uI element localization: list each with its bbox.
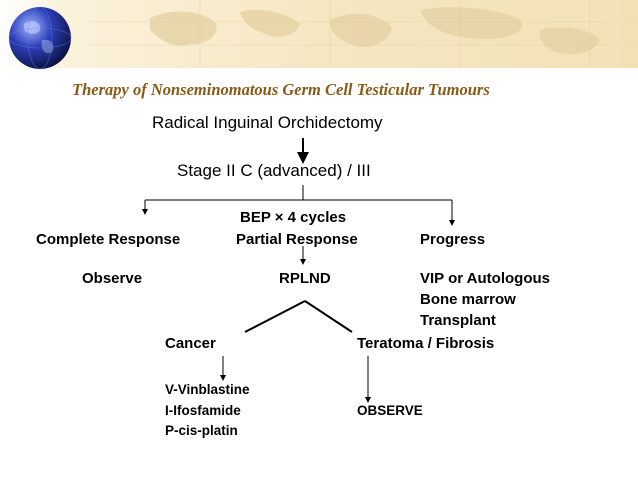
world-map-banner (0, 0, 638, 68)
split-line-teratoma (304, 300, 353, 333)
progress-treatment-line2: Bone marrow (420, 291, 516, 308)
observe-teratoma-node: OBSERVE (357, 403, 423, 418)
progress-treatment-line1: VIP or Autologous (420, 270, 550, 287)
partial-response-node: Partial Response (236, 231, 358, 248)
cancer-treatment-line2: I-Ifosfamide (165, 403, 241, 418)
teratoma-node: Teratoma / Fibrosis (357, 335, 495, 352)
observe-node: Observe (82, 270, 143, 287)
bep-label: BEP × 4 cycles (240, 209, 347, 226)
rplnd-node: RPLND (279, 270, 331, 287)
stage-node: Stage II C (advanced) / III (177, 161, 371, 180)
complete-response-node: Complete Response (36, 231, 181, 248)
cancer-treatment-line1: V-Vinblastine (165, 382, 250, 397)
progress-node: Progress (420, 231, 486, 248)
orchidectomy-node: Radical Inguinal Orchidectomy (152, 113, 383, 132)
world-map-decoration (90, 0, 638, 68)
slide-title: Therapy of Nonseminomatous Germ Cell Tes… (72, 80, 490, 99)
split-line-cancer (244, 300, 306, 333)
globe-icon (8, 6, 72, 70)
cancer-treatment-line3: P-cis-platin (165, 423, 238, 438)
cancer-node: Cancer (165, 335, 216, 352)
progress-treatment-line3: Transplant (420, 312, 496, 329)
